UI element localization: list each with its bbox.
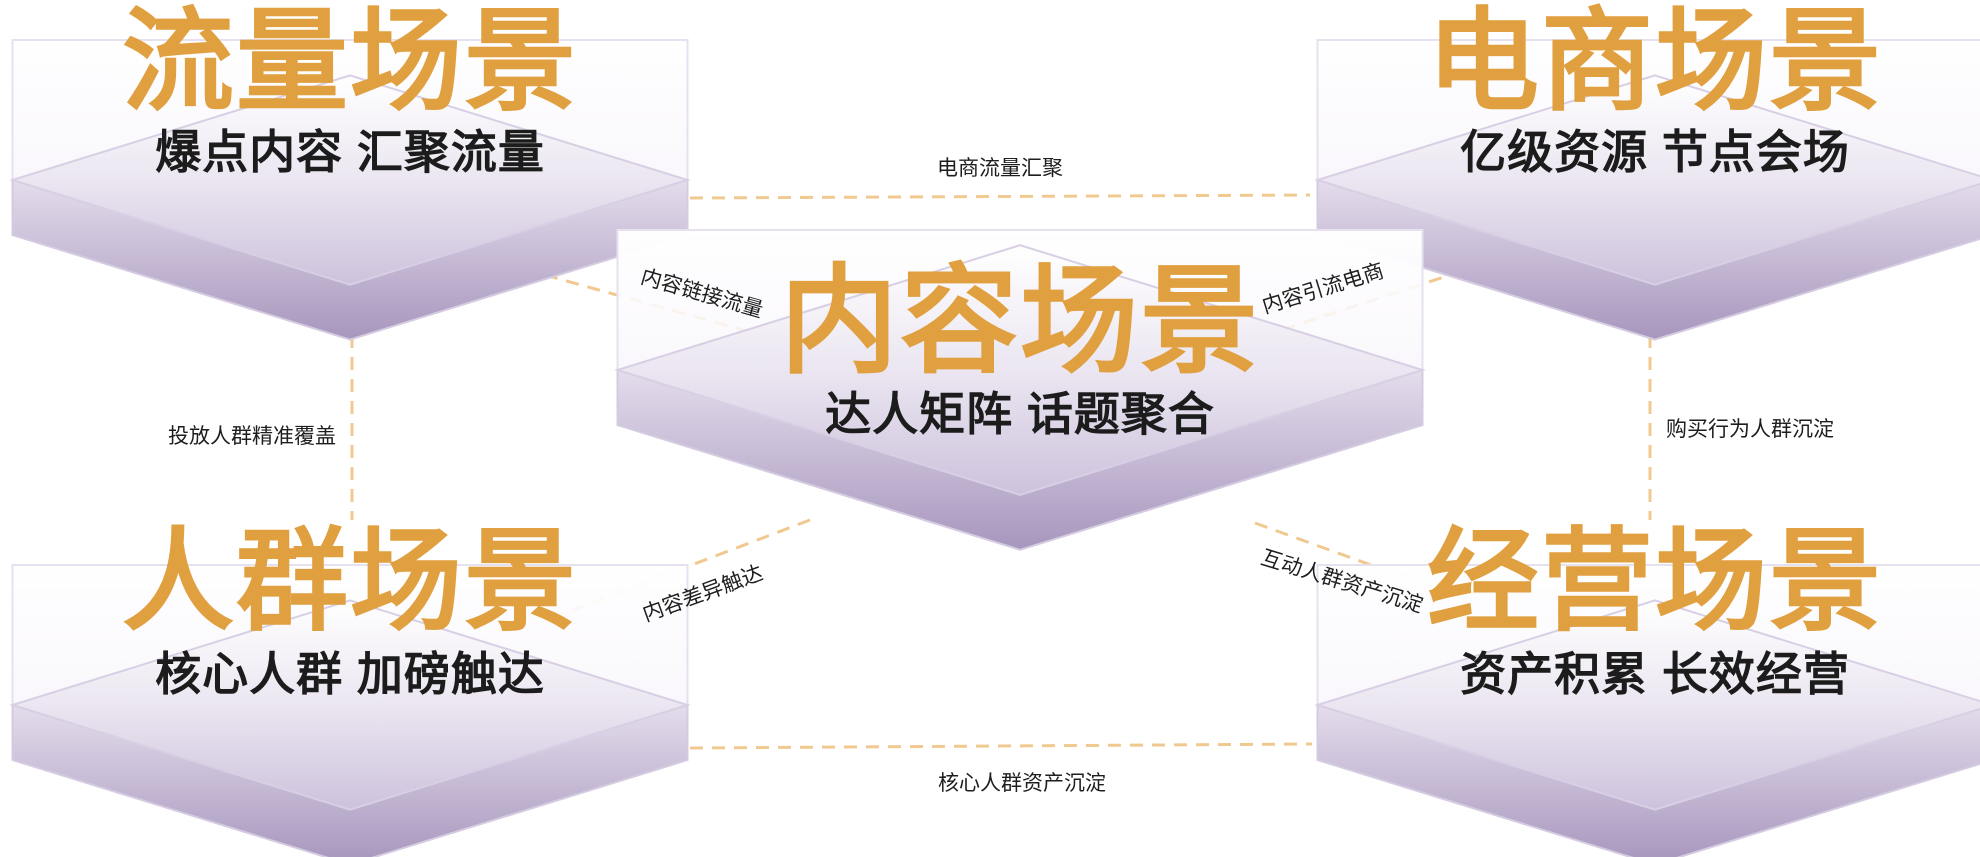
platform-top xyxy=(1314,599,1980,811)
connector-traffic-ecommerce xyxy=(689,193,1311,200)
scene-title-crowd: 人群场景 xyxy=(122,519,578,644)
scene-title-content: 内容场景 xyxy=(780,256,1260,388)
platform-top xyxy=(614,244,1426,496)
scene-subtitle-crowd: 核心人群 加磅触达 xyxy=(155,648,545,700)
scene-title-traffic: 流量场景 xyxy=(122,0,578,124)
platform-top xyxy=(1314,74,1980,286)
connector-label-traffic-crowd: 投放人群精准覆盖 xyxy=(168,425,336,448)
platform-top xyxy=(9,74,691,286)
scene-subtitle-content: 达人矩阵 话题聚合 xyxy=(825,388,1215,440)
connector-label-ecommerce-operation: 购买行为人群沉淀 xyxy=(1666,418,1834,441)
connector-label-traffic-ecommerce: 电商流量汇聚 xyxy=(937,157,1063,180)
platform-top xyxy=(9,599,691,811)
scene-title-operation: 经营场景 xyxy=(1427,519,1883,644)
scene-subtitle-operation: 资产积累 长效经营 xyxy=(1460,648,1850,700)
scene-title-ecommerce: 电商场景 xyxy=(1427,0,1883,124)
scene-subtitle-ecommerce: 亿级资源 节点会场 xyxy=(1460,126,1850,178)
connector-crowd-operation xyxy=(689,742,1313,750)
scene-subtitle-traffic: 爆点内容 汇聚流量 xyxy=(155,126,545,178)
connector-label-crowd-operation: 核心人群资产沉淀 xyxy=(938,772,1106,795)
